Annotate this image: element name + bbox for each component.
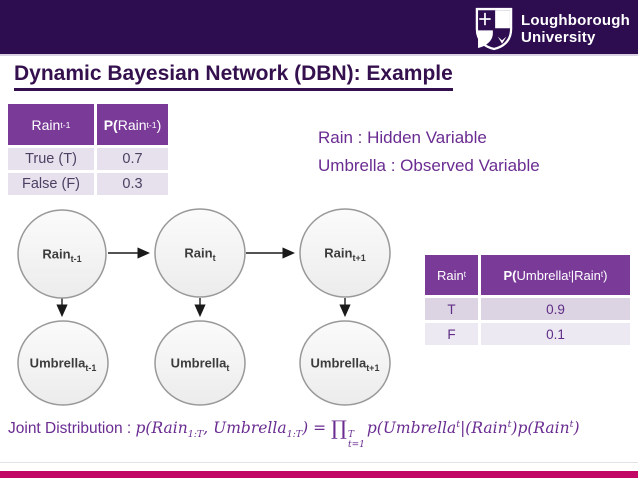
table-cell-value: 0.1 [481,323,630,345]
umbrella-t-1-node [17,320,109,406]
table-cell-value: 0.9 [481,298,630,320]
rain-t-node [154,208,246,298]
formula-fragment: t [569,418,574,430]
formula-fragment: p(Umbrella [366,419,457,437]
rain-t-1-label: Raint-1 [42,246,82,265]
graph-edges [56,247,351,318]
university-shield-icon [475,7,513,51]
university-name-line1: Loughborough [520,11,630,29]
umbrella-t-1-label: Umbrellat-1 [29,355,97,374]
umbrella-t-label: Umbrellat [170,355,230,374]
formula-fragment: )p(Rain [511,419,570,437]
footer-divider [0,462,638,463]
page-title: Dynamic Bayesian Network (DBN): Example [14,62,453,91]
observed-variable-note: Umbrella : Observed Variable [318,155,540,175]
formula-fragment: 1:T [187,429,204,441]
formula-fragment: p(Rain [135,419,188,437]
table-cell-label: True (T) [8,148,94,170]
shield-bird-glyph [497,36,507,44]
shield-quarter-tr [495,10,510,29]
formula-fragment: t [507,418,512,430]
table-cell-value: 0.3 [97,173,168,195]
formula-fragment: |(Rain [460,419,508,437]
rain-t+1-node [299,208,391,298]
header-text: Rain [31,116,61,133]
graph-nodes [17,208,391,406]
formula-fragment: , Umbrella [203,419,287,437]
header-bar: Loughborough University [0,0,638,56]
rain-t-1-node [17,209,107,299]
formula-fragment: ) [573,419,580,437]
header-text: P( [103,116,118,133]
table-cell-label: False (F) [8,173,94,195]
formula-fragment: 1:T [286,429,303,441]
joint-distribution-formula: Joint Distribution : p(Rain1:T, Umbrella… [8,416,580,451]
footer-accent-bar [0,471,638,478]
shield-quarter-bl [478,30,493,48]
shield-cross-glyph [479,12,491,26]
university-logo: Loughborough University [475,7,630,51]
variable-legend: Rain : Hidden Variable Umbrella : Observ… [318,124,540,179]
formula-fragment: t [456,418,461,430]
table-cell-label: T [425,298,478,320]
table-cell-label: F [425,323,478,345]
hidden-variable-note: Rain : Hidden Variable [318,128,487,147]
rain-t+1-label: Raint+1 [324,245,366,264]
university-name: Loughborough University [521,12,630,47]
formula-label: Joint Distribution : [8,420,136,437]
product-operator: ∏ [331,416,347,440]
university-name-line2: University [520,29,596,46]
umbrella-t+1-label: Umbrellat+1 [310,355,380,374]
umbrella-t-node [154,320,246,406]
formula-fragment: ) = [302,419,332,437]
rain-t-label: Raint [184,245,216,264]
umbrella-t+1-node [299,320,391,406]
table-cell-value: 0.7 [97,148,168,170]
dbn-graph [17,208,391,406]
